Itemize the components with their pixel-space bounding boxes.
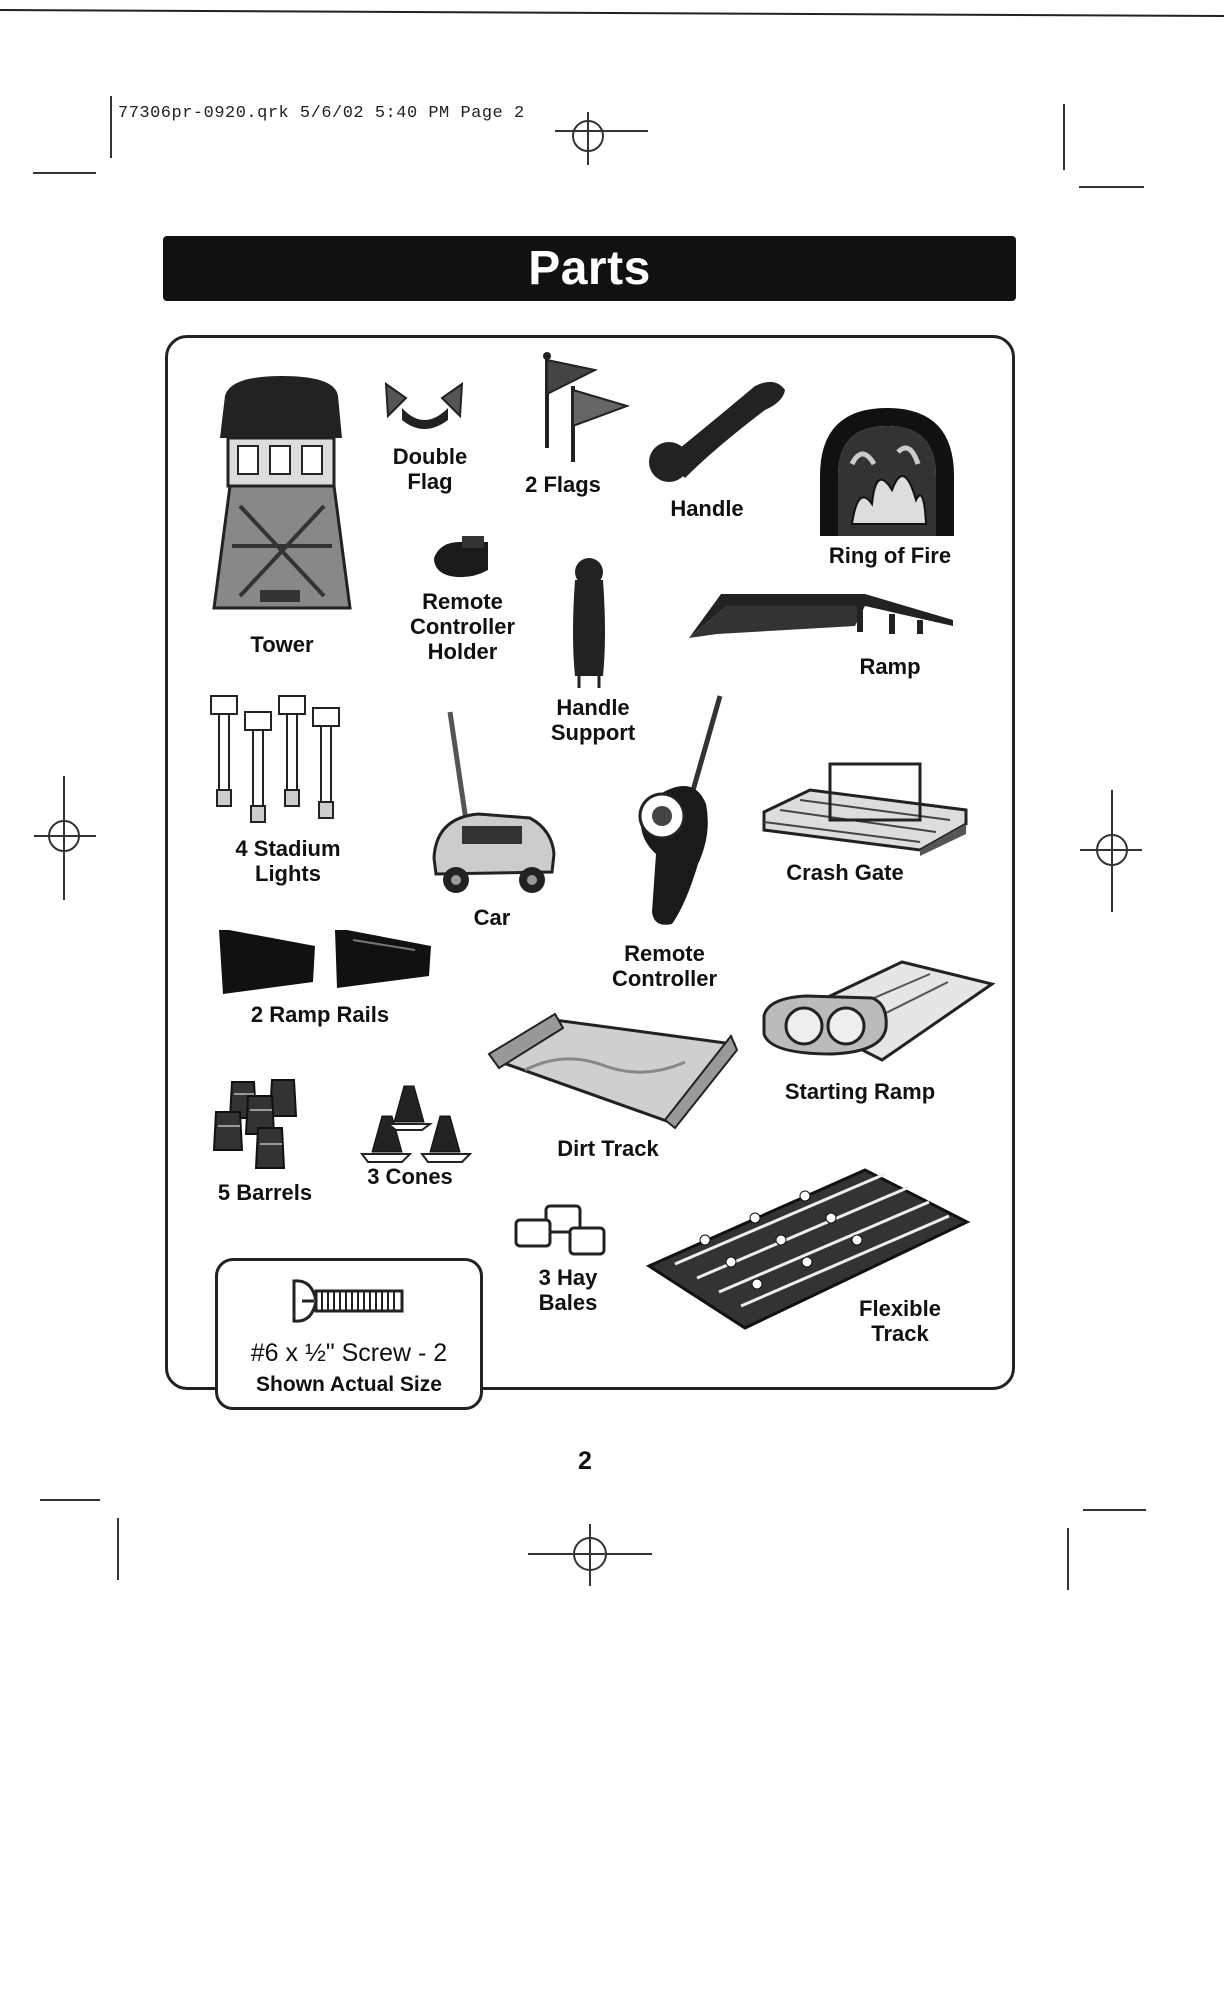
- part-label-2-ramp-rails: 2 Ramp Rails: [250, 1002, 390, 1027]
- crash-gate-illustration: [762, 762, 968, 856]
- flexible-track-illustration: [645, 1168, 971, 1330]
- double-flag-illustration: [384, 381, 464, 429]
- part-label-5-barrels: 5 Barrels: [217, 1180, 313, 1205]
- cones-illustration: [360, 1085, 473, 1163]
- handle-illustration: [649, 381, 785, 482]
- page-title: Parts: [163, 236, 1016, 301]
- part-label-crash-gate: Crash Gate: [786, 860, 904, 885]
- tower-illustration: [212, 376, 352, 610]
- screw-box: #6 x ½" Screw - 2 Shown Actual Size: [215, 1258, 483, 1410]
- part-label-ramp: Ramp: [859, 654, 921, 679]
- part-label-handle-support: Handle Support: [550, 695, 636, 745]
- page-number: 2: [578, 1447, 592, 1475]
- part-label-double-flag: Double Flag: [392, 444, 468, 494]
- two-flags-illustration: [543, 352, 631, 462]
- part-label-starting-ramp: Starting Ramp: [784, 1079, 936, 1104]
- part-label-flexible-track: Flexible Track: [859, 1296, 941, 1346]
- remote-holder-illustration: [434, 536, 488, 578]
- part-label-4-stadium-lights: 4 Stadium Lights: [235, 836, 341, 886]
- part-label-handle: Handle: [670, 496, 744, 521]
- part-label-ring-of-fire: Ring of Fire: [828, 543, 952, 568]
- screw-icon: [292, 1279, 404, 1323]
- hay-bales-illustration: [514, 1204, 606, 1256]
- ring-of-fire-illustration: [820, 408, 954, 536]
- part-label-remote-controller: Remote Controller: [611, 941, 718, 991]
- file-info-header: 77306pr-0920.qrk 5/6/02 5:40 PM Page 2: [118, 104, 525, 123]
- handle-support-illustration: [573, 558, 605, 688]
- part-label-2-flags: 2 Flags: [525, 472, 601, 497]
- part-label-remote-controller-holder: Remote Controller Holder: [409, 589, 516, 664]
- dirt-track-illustration: [487, 1012, 739, 1130]
- screw-label: #6 x ½" Screw - 2: [250, 1339, 448, 1367]
- part-label-tower: Tower: [250, 632, 314, 657]
- barrels-illustration: [212, 1079, 298, 1169]
- part-label-3-hay-bales: 3 Hay Bales: [538, 1265, 598, 1315]
- starting-ramp-illustration: [762, 960, 996, 1062]
- ramp-illustration: [689, 594, 953, 638]
- part-label-car: Car: [473, 905, 511, 930]
- ramp-rails-illustration: [219, 930, 431, 994]
- remote-controller-illustration: [638, 695, 723, 925]
- part-label-3-cones: 3 Cones: [367, 1164, 453, 1189]
- car-illustration: [432, 711, 556, 893]
- screw-note: Shown Actual Size: [256, 1373, 442, 1396]
- part-label-dirt-track: Dirt Track: [557, 1136, 659, 1161]
- stadium-lights-illustration: [210, 695, 340, 823]
